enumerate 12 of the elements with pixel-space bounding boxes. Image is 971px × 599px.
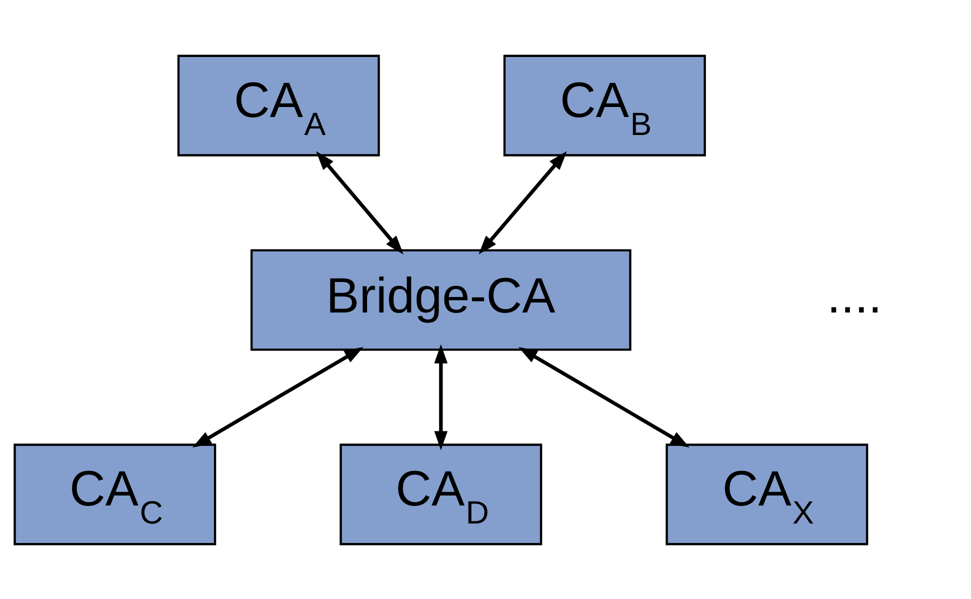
- arrow: [478, 150, 567, 254]
- label: ....: [826, 267, 882, 324]
- node-box: CA$_{D}$: [340, 443, 542, 545]
- arrow: [192, 346, 364, 447]
- node-box: CA$_{C}$: [14, 443, 216, 545]
- arrow: [434, 344, 448, 450]
- node-box: Bridge-CA: [250, 248, 632, 350]
- arrow: [518, 346, 690, 447]
- arrow: [316, 150, 404, 254]
- node-box: CA$_{X}$: [666, 443, 868, 545]
- node-box: CA$_{B}$: [503, 54, 706, 156]
- node-box: CA$_{A}$: [177, 54, 380, 156]
